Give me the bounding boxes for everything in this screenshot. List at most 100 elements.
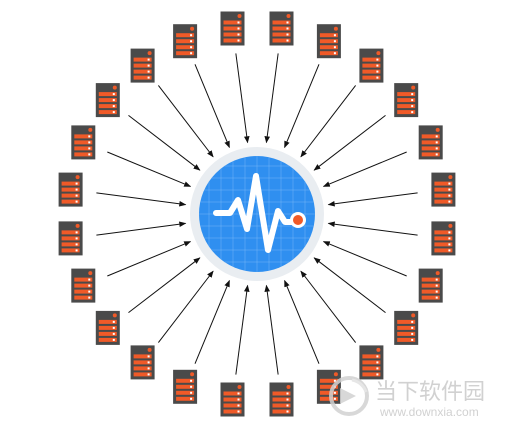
server-slot <box>223 391 242 396</box>
server-slot-led <box>147 361 150 364</box>
server-slot-led <box>435 278 438 281</box>
server-slot <box>74 134 93 139</box>
pulse-dot-core <box>293 215 303 225</box>
server-slot-led <box>147 64 150 67</box>
server-icon <box>58 221 83 256</box>
server-slot-led <box>286 410 289 413</box>
server-led <box>75 175 80 180</box>
server-icon <box>418 268 443 303</box>
server-slot-led <box>147 367 150 370</box>
server-slot <box>397 319 416 324</box>
server-slot <box>223 38 242 43</box>
downxia-logo-icon <box>329 376 369 416</box>
server-slot-led <box>190 52 193 55</box>
server-slot-led <box>435 290 438 293</box>
server-slot <box>434 242 453 247</box>
server-slot <box>421 152 440 157</box>
server-slot <box>98 92 117 97</box>
server-slot-led <box>411 111 414 114</box>
pulse-line <box>213 173 301 253</box>
server-icon <box>130 48 155 83</box>
server-slot-led <box>190 34 193 37</box>
server-led <box>147 347 152 352</box>
server-slot <box>176 396 195 401</box>
server-led <box>190 26 195 31</box>
watermark-url: www.downxia.com <box>379 405 479 419</box>
server-slot <box>362 354 381 359</box>
server-slot-led <box>286 33 289 36</box>
server-slot <box>98 319 117 324</box>
connection-arrow <box>157 85 214 158</box>
connection-arrow <box>128 257 201 314</box>
server-slot <box>133 366 152 371</box>
server-slot <box>74 289 93 294</box>
watermark: 当下软件园 www.downxia.com <box>329 376 485 419</box>
connection-arrow <box>96 221 187 236</box>
server-slot-led <box>112 93 115 96</box>
server-slot-led <box>190 379 193 382</box>
central-hub <box>190 147 324 281</box>
server-slot-led <box>333 34 336 37</box>
server-slot-led <box>435 135 438 138</box>
server-slot <box>61 230 80 235</box>
server-icon <box>95 83 120 118</box>
server-slot <box>319 51 338 56</box>
server-slot-led <box>448 243 451 246</box>
server-slot-led <box>88 153 91 156</box>
server-slot-led <box>88 141 91 144</box>
pulse-monitor-icon <box>213 173 306 253</box>
watermark-title: 当下软件园 <box>375 380 485 405</box>
server-slot <box>397 98 416 103</box>
server-slot <box>98 104 117 109</box>
server-slot <box>362 75 381 80</box>
server-slot-led <box>237 21 240 24</box>
server-slot <box>61 193 80 198</box>
connection-arrow <box>322 151 407 187</box>
server-slot-led <box>75 194 78 197</box>
server-led <box>237 14 242 18</box>
server-slot-led <box>112 326 115 329</box>
server-slot <box>319 45 338 50</box>
server-slot <box>74 283 93 288</box>
server-slot-led <box>147 70 150 73</box>
connection-arrow <box>300 85 357 158</box>
server-slot-led <box>435 284 438 287</box>
server-icon <box>359 48 384 83</box>
server-slot <box>362 366 381 371</box>
server-slot <box>434 187 453 192</box>
server-slot-led <box>333 46 336 49</box>
server-slot-led <box>112 320 115 323</box>
server-slot-led <box>88 284 91 287</box>
connection-arrow <box>194 64 230 149</box>
server-slot <box>133 360 152 365</box>
server-slot-led <box>237 33 240 36</box>
server-icon <box>431 172 456 207</box>
server-slot <box>98 325 117 330</box>
server-slot <box>397 331 416 336</box>
server-slot <box>176 390 195 395</box>
server-led <box>190 372 195 377</box>
server-slot-led <box>88 147 91 150</box>
server-slot-led <box>88 296 91 299</box>
server-slot <box>397 337 416 342</box>
server-slot-led <box>190 391 193 394</box>
server-slot <box>272 26 291 31</box>
server-slot <box>319 396 338 401</box>
connection-arrow <box>235 53 250 144</box>
server-icon <box>431 221 456 256</box>
server-slot <box>176 33 195 38</box>
server-slot <box>133 75 152 80</box>
server-slot-led <box>286 27 289 30</box>
server-slot-led <box>376 70 379 73</box>
server-slot-led <box>75 188 78 191</box>
server-slot-led <box>376 76 379 79</box>
server-slot-led <box>376 64 379 67</box>
server-slot-led <box>286 398 289 401</box>
server-icon <box>95 310 120 345</box>
server-slot <box>319 390 338 395</box>
server-slot <box>272 403 291 408</box>
server-slot <box>319 39 338 44</box>
server-slot-led <box>147 373 150 376</box>
server-slot-led <box>448 194 451 197</box>
